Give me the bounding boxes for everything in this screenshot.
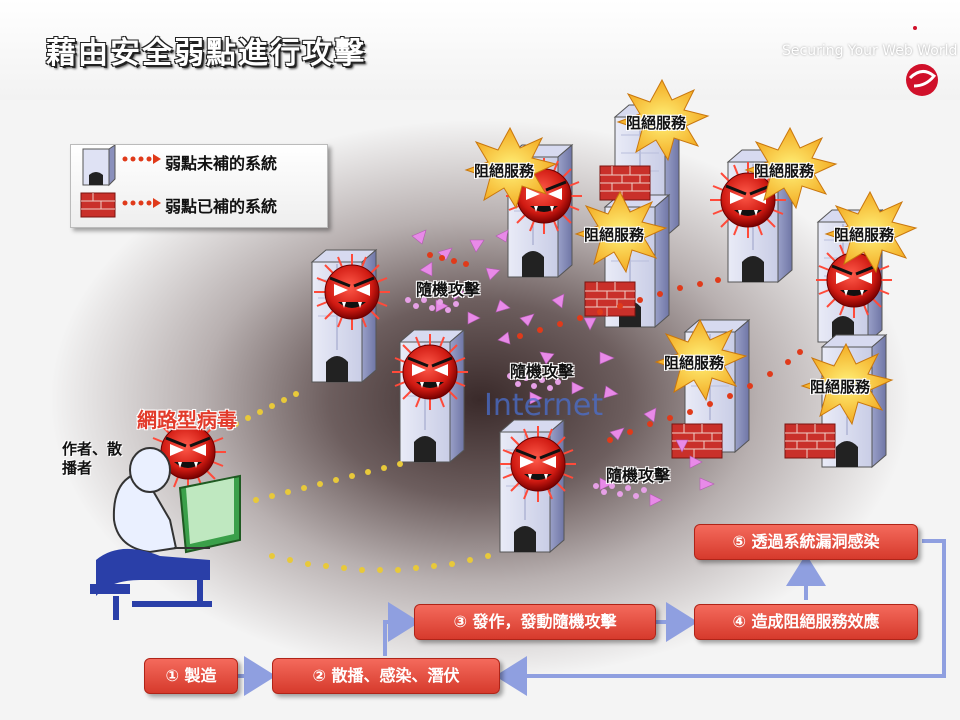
random-attack-trails	[405, 297, 647, 499]
virus-icon	[390, 332, 470, 412]
spread-lines	[233, 391, 491, 573]
dos-badge: 阻絕服務	[474, 162, 535, 180]
server-icon	[82, 145, 116, 187]
header-band	[0, 0, 960, 100]
dos-badge: 阻絕服務	[664, 354, 725, 372]
step-4-box: ④ 造成阻絕服務效應	[694, 604, 918, 640]
brick-wall-icon	[584, 281, 636, 317]
dos-badge: 阻絕服務	[754, 162, 815, 180]
legend: 弱點未補的系統 弱點已補的系統	[70, 144, 328, 228]
legend-label-unpatched: 弱點未補的系統	[165, 154, 278, 173]
flow-connectors	[236, 539, 946, 696]
internet-label: Internet	[484, 388, 604, 423]
random-attack-label: 隨機攻擊	[510, 362, 575, 381]
arrow-icon	[122, 154, 161, 164]
brick-wall-icon	[599, 165, 651, 201]
legend-icons	[80, 145, 161, 218]
trend-micro-logo	[906, 26, 938, 96]
dos-badge: 阻絕服務	[584, 226, 645, 244]
random-attack-label: 隨機攻擊	[416, 280, 481, 299]
virus-icon	[312, 252, 392, 332]
dos-badge: 阻絕服務	[810, 378, 871, 396]
random-attack-label: 隨機攻擊	[606, 466, 671, 485]
step-5-box: ⑤ 透過系統漏洞感染	[694, 524, 918, 560]
dos-badge: 阻絕服務	[834, 226, 895, 244]
step-1-box: ① 製造	[144, 658, 238, 694]
random-attack-arrows	[411, 229, 715, 507]
author-label: 作者、散播者	[62, 440, 123, 477]
page-title: 藉由安全弱點進行攻擊	[46, 36, 366, 71]
author-figure	[90, 447, 241, 620]
brand-tagline: Securing Your Web World	[782, 43, 958, 59]
step-2-box: ② 散播、感染、潛伏	[272, 658, 500, 694]
brick-wall-icon	[784, 423, 836, 459]
legend-label-patched: 弱點已補的系統	[165, 197, 278, 216]
dos-badge: 阻絕服務	[626, 114, 687, 132]
virus-icon	[498, 424, 578, 504]
brick-wall-icon	[80, 192, 116, 218]
network-virus-label: 網路型病毒	[137, 408, 237, 432]
arrow-icon	[122, 198, 161, 208]
dos-attack-lines	[427, 252, 803, 443]
step-3-box: ③ 發作，發動隨機攻擊	[414, 604, 656, 640]
